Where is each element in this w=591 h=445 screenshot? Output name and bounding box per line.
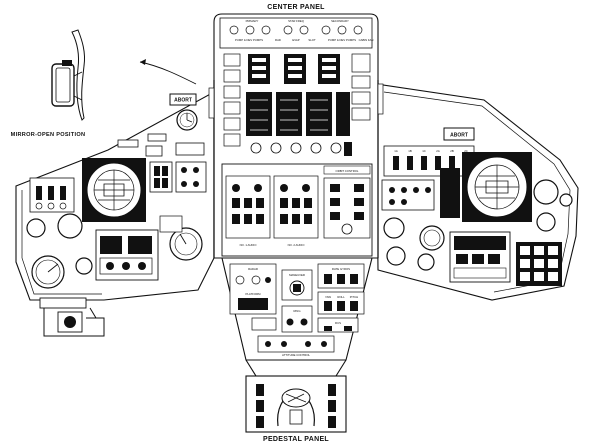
platform-label: PLATFORM	[245, 292, 261, 296]
right-abort-label: ABORT	[450, 133, 468, 139]
right-gauge-g	[417, 253, 435, 271]
left-abort-label: ABORT	[174, 98, 192, 104]
rate-gyro-controls[interactable]: RATE GYROS YAW ROLL PITCH RCS	[317, 263, 365, 333]
center-knob-row[interactable]	[250, 142, 352, 156]
orbit-control-block[interactable]	[323, 177, 371, 239]
pedestal-left-switches[interactable]	[256, 384, 264, 428]
audio-1-label: NO. 1 AUDIO	[240, 243, 258, 247]
star-freq-label: STAR FREQ	[288, 19, 305, 23]
audio-panel-2[interactable]: NO. 2 AUDIO	[273, 175, 319, 247]
rcs-label: RCS	[335, 321, 341, 325]
pedestal-right-switches[interactable]	[328, 384, 336, 428]
right-switch-bank[interactable]: 1A 1B 1C 2A 2B 2C	[383, 145, 475, 177]
right-gauge-f	[419, 225, 445, 251]
left-gauge-b	[57, 213, 83, 239]
right-vertical-tape	[440, 168, 460, 218]
attitude-control-label: ATTITUDE CONTROL	[282, 353, 310, 357]
rad-label: RAD	[275, 38, 281, 42]
right-gauge-e	[386, 246, 406, 266]
right-gauge-d	[383, 217, 405, 239]
right-keypad[interactable]	[516, 242, 562, 286]
center-panel-title: CENTER PANEL	[267, 4, 325, 11]
col-1a: 1A	[394, 149, 398, 153]
rate-gyros-label: RATE GYROS	[332, 267, 350, 271]
left-instrument-panel: ABORT	[15, 91, 215, 337]
pump-row-left: PUMP & DEV PUMPS	[235, 38, 263, 42]
right-gauge-c	[559, 193, 573, 207]
col-1b: 1B	[408, 149, 412, 153]
right-instrument-panel: ABORT 1A 1B 1C 2A 2B 2C	[375, 83, 579, 301]
maneuver-label: MANEUVER	[289, 273, 305, 277]
pedestal-control-handle[interactable]	[277, 388, 315, 427]
ring-label: RING	[294, 309, 301, 313]
cabin-fan-label: CABIN FAN	[359, 38, 374, 42]
radar-label: RADAR	[248, 267, 258, 271]
right-gauge-b	[536, 212, 556, 232]
audio-panel-1[interactable]: NO. 1 AUDIO	[225, 175, 271, 247]
audio-2-label: NO. 2 AUDIO	[288, 243, 306, 247]
col-2c: 2C	[464, 149, 468, 153]
slot-label: SLOT	[308, 38, 316, 42]
primary-label: PRIMARY	[246, 19, 259, 23]
lower-center-console: RADAR PLATFORM RATE GYROS YAW ROLL PITCH…	[221, 257, 373, 377]
eject-handle-assembly[interactable]	[39, 297, 105, 337]
maneuver-controls[interactable]: MANEUVER RING ATTITUDE CONTROL	[251, 269, 335, 357]
radar-platform-controls[interactable]: RADAR PLATFORM	[229, 263, 277, 315]
left-gauge-a	[26, 218, 46, 238]
left-readout-block	[95, 229, 159, 281]
mirror-inset	[51, 29, 197, 121]
center-left-switch-column[interactable]	[223, 53, 241, 147]
pedestal-panel-title: PEDESTAL PANEL	[263, 436, 329, 443]
right-flight-director-indicator	[462, 152, 532, 222]
center-top-tape-meters	[248, 54, 340, 84]
center-right-switch-column[interactable]	[351, 53, 371, 121]
evap-label: EVAP	[292, 38, 299, 42]
roll-label: ROLL	[337, 295, 345, 299]
col-2b: 2B	[450, 149, 454, 153]
yaw-label: YAW	[325, 295, 331, 299]
right-gauge-a	[533, 179, 559, 205]
center-panel: PRIMARY STAR FREQ SECONDARY PUMP & DEV P…	[208, 13, 384, 259]
secondary-label: SECONDARY	[331, 19, 349, 23]
orbit-control-heading: ORBIT CONTROL	[336, 169, 359, 173]
col-1c: 1C	[422, 149, 426, 153]
mirror-open-label: MIRROR-OPEN POSITION	[11, 132, 86, 138]
center-gauge-blocks	[246, 92, 350, 136]
pump-row-right: PUMP & DEV PUMPS	[328, 38, 356, 42]
left-gauge-c	[75, 257, 93, 275]
col-2a: 2A	[436, 149, 440, 153]
left-flight-director-indicator	[82, 158, 146, 222]
pitch-label: PITCH	[350, 295, 358, 299]
pedestal-panel	[245, 375, 347, 433]
left-switch-cluster[interactable]	[29, 177, 75, 213]
right-computer-display	[449, 231, 511, 283]
